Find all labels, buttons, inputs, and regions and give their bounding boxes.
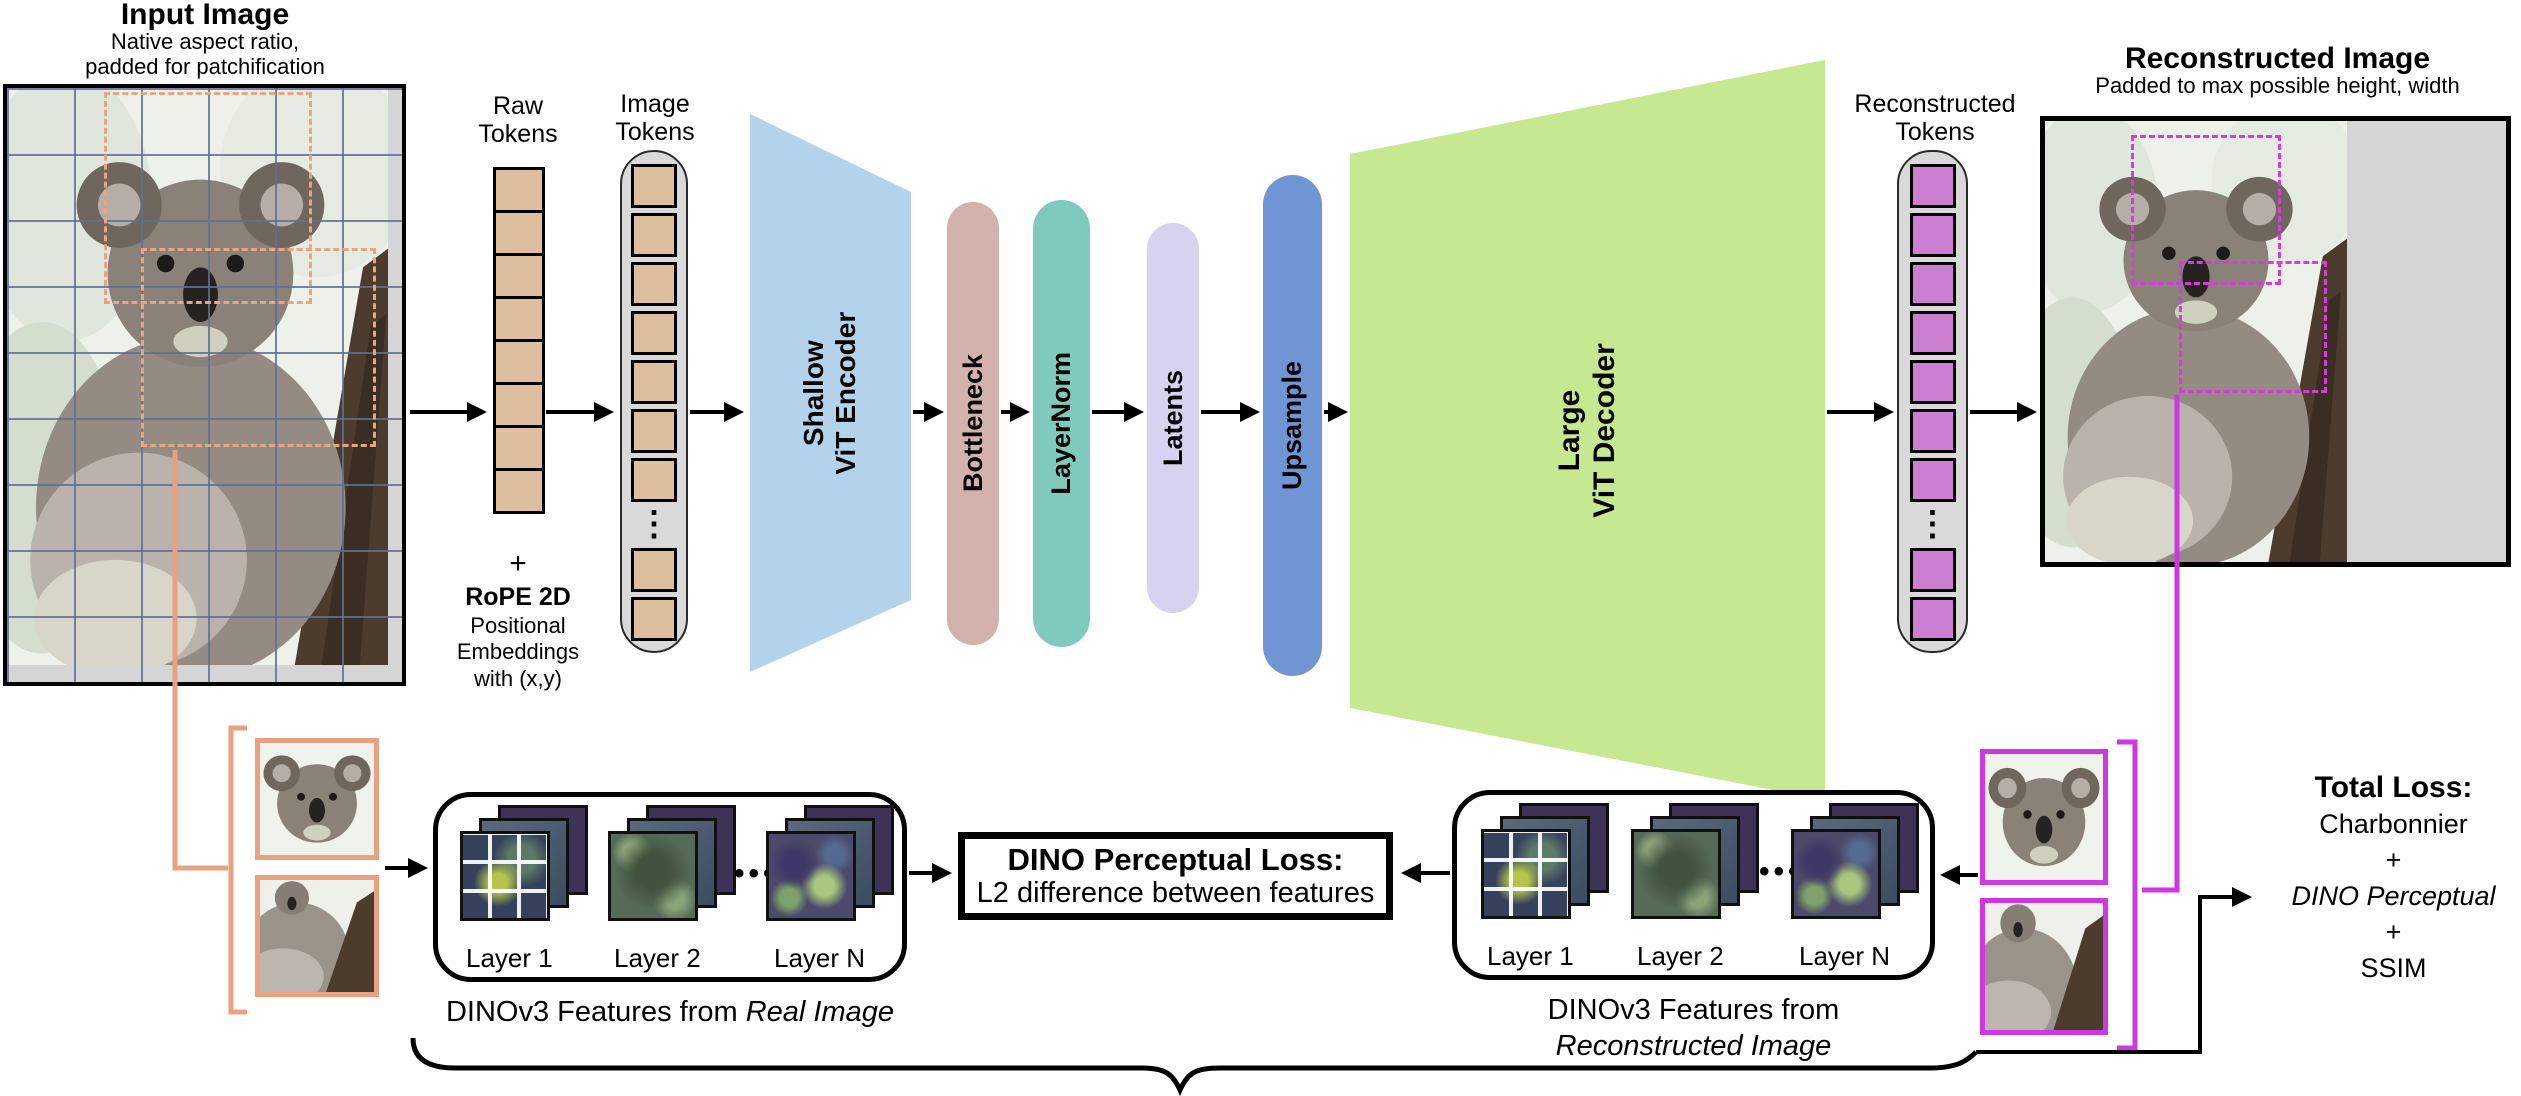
total-loss-title: Total Loss: [2314,771,2473,804]
image-token [631,360,677,404]
raw-token [493,253,545,299]
dino-features-real-box: ••• Layer 1 Layer 2 Layer N [433,792,907,982]
decoder-label: Large ViT Decoder [1552,342,1621,518]
input-image-subtitle-1: Native aspect ratio, [110,29,300,54]
bottleneck-label: Bottleneck [957,354,988,493]
input-image-title: Input Image [120,0,290,31]
upsample-block: Upsample [1263,175,1322,676]
reconstructed-token [1909,458,1956,502]
large-vit-decoder-shape [1350,60,1825,800]
input-image-subtitle-2: padded for patchification [85,53,325,79]
rope-2d-label: RoPE 2D [465,583,571,611]
dino-features-recon-caption: DINOv3 Features from Reconstructed Image [1547,994,1840,1063]
layer2-label: Layer 2 [614,943,701,973]
large-vit-decoder: Large ViT Decoder [1348,56,1827,804]
input-image [3,84,406,686]
total-loss-dino-perceptual: DINO Perceptual [2291,881,2496,911]
image-token [631,164,677,208]
raw-token [493,210,545,256]
reconstructed-crop-box-head [2131,135,2281,285]
real-crop-head [255,738,379,860]
dino-features-real-caption: DINOv3 Features from Real Image [445,996,895,1028]
image-token [631,311,677,355]
layer2-label: Layer 2 [1637,941,1724,971]
feature-stack-layerN [1791,803,1923,929]
raw-token [493,167,545,213]
plus-sign: + [2385,845,2402,875]
feature-stack-layer1 [1481,803,1613,929]
ellipsis-vertical: ⋮ [637,505,671,543]
feature-stack-layer2 [1631,803,1763,929]
layerN-label: Layer N [1799,941,1891,971]
input-image-header: Input Image Native aspect ratio, padded … [0,0,410,79]
dino-features-recon-box: ••• Layer 1 Layer 2 Layer N [1452,790,1935,980]
reconstructed-tokens-container: ⋮ [1897,150,1968,653]
loss-box-title: DINO Perceptual Loss: [1007,841,1344,877]
image-token [631,262,677,306]
reconstructed-image-title: Reconstructed Image [2124,42,2431,75]
raw-token [493,296,545,342]
raw-token [493,339,545,385]
image-tokens-container: ⋮ [620,150,688,653]
raw-token [493,468,545,514]
image-tokens-label: Image Tokens [615,90,695,146]
raw-tokens-column [493,167,545,514]
reconstructed-crop-head [1980,749,2108,885]
plus-sign: + [509,547,527,580]
reconstructed-token [1909,311,1956,355]
bottleneck-block: Bottleneck [947,202,999,645]
raw-tokens-label: Raw Tokens [478,92,558,148]
reconstructed-token [1909,164,1956,208]
real-crop-body [255,875,379,997]
loss-box-subtitle: L2 difference between features [976,877,1375,910]
rope-annotation: + RoPE 2D Positional Embeddings with (x,… [418,546,618,693]
layernorm-block: LayerNorm [1033,200,1090,647]
image-token [631,597,677,641]
raw-token [493,425,545,471]
shallow-vit-encoder: Shallow ViT Encoder [748,110,913,676]
layer1-label: Layer 1 [1487,941,1574,971]
feature-stack-layer1 [460,805,592,931]
reconstructed-right-padding [2347,121,2506,562]
feature-stack-layerN [766,805,898,931]
ellipsis-vertical: ⋮ [1915,505,1950,543]
layer1-label: Layer 1 [466,943,553,973]
shallow-vit-encoder-shape [750,114,911,672]
reconstructed-token [1909,360,1956,404]
total-loss-block: Total Loss: Charbonnier + DINO Perceptua… [2266,770,2521,986]
reconstructed-token [1909,213,1956,257]
plus-sign: + [2385,917,2402,947]
reconstructed-crop-body [1980,898,2108,1035]
layernorm-label: LayerNorm [1046,352,1076,495]
reconstructed-image-header: Reconstructed Image Padded to max possib… [2040,44,2515,99]
reconstructed-token [1909,597,1956,641]
reconstructed-token [1909,548,1956,592]
layerN-label: Layer N [774,943,866,973]
reconstructed-image [2040,116,2511,567]
image-token [631,548,677,592]
upsample-label: Upsample [1277,360,1307,491]
input-crop-box-head [104,92,312,304]
reconstructed-token [1909,409,1956,453]
latents-label: Latents [1157,369,1188,467]
latents-block: Latents [1147,223,1199,613]
total-loss-ssim: SSIM [2360,953,2427,983]
image-token [631,409,677,453]
image-token [631,458,677,502]
reconstructed-token [1909,262,1956,306]
feature-stack-layer2 [608,805,740,931]
total-loss-charbonnier: Charbonnier [2319,809,2468,839]
reconstructed-crop-box-body [2179,261,2327,393]
reconstructed-image-subtitle: Padded to max possible height, width [2095,73,2460,98]
encoder-label: Shallow ViT Encoder [798,311,862,475]
dino-perceptual-loss-box: DINO Perceptual Loss: L2 difference betw… [958,832,1393,920]
reconstructed-tokens-label: Reconstructed Tokens [1854,90,2016,146]
raw-token [493,382,545,428]
input-crop-box-body [141,248,376,447]
image-token [631,213,677,257]
